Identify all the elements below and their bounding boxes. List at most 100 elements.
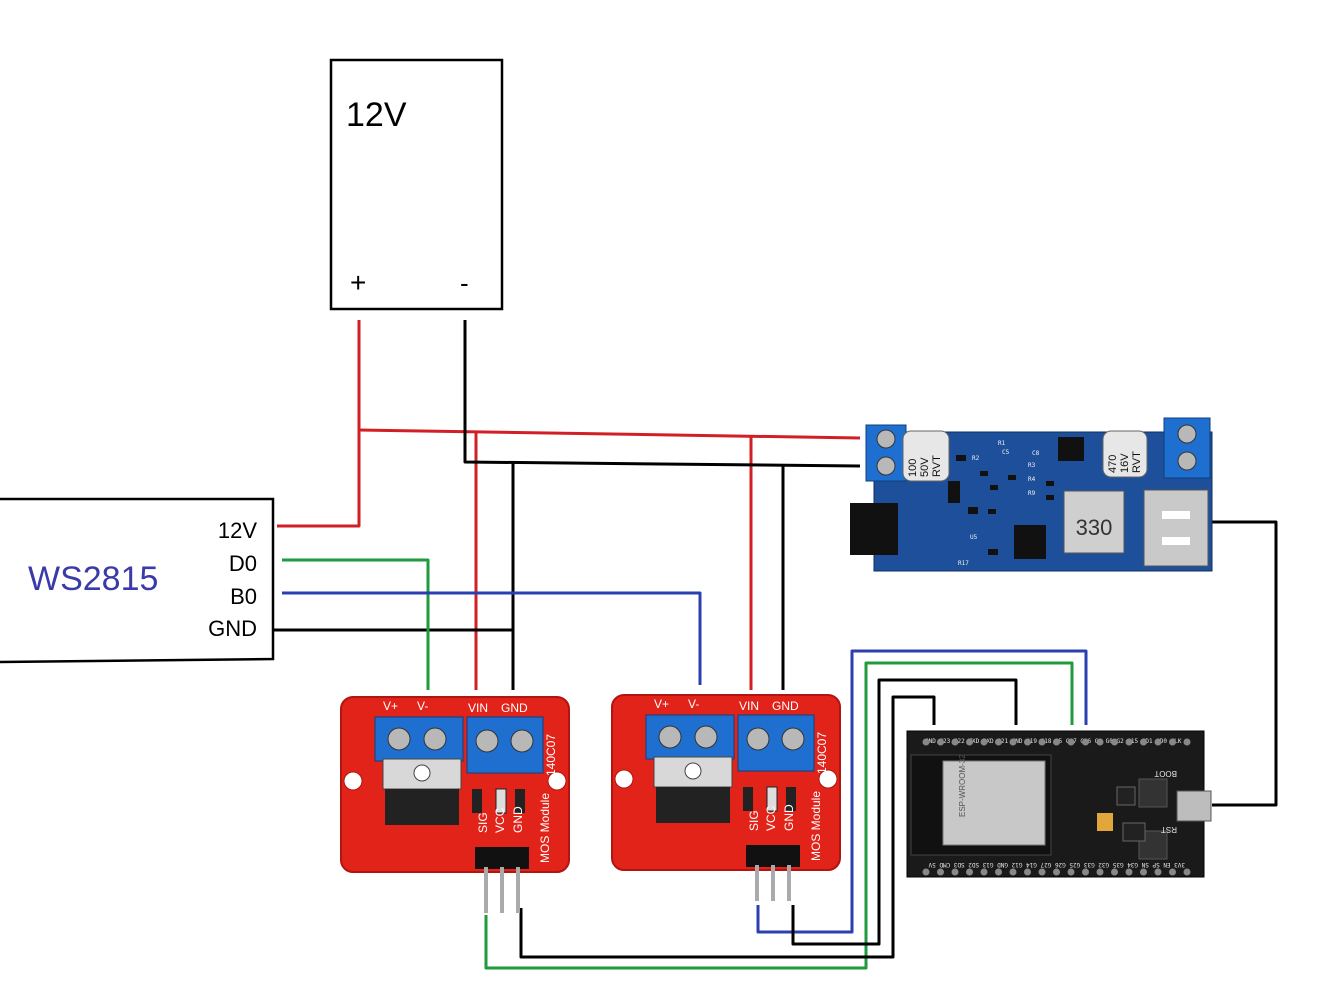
esp32-header-pin: [937, 738, 944, 746]
mos2-pin-gnd-label: GND: [782, 804, 796, 831]
plus-terminal-label: +: [350, 267, 366, 298]
esp32-rst-label: RST: [1161, 825, 1177, 834]
mos2-screw-1: [658, 725, 682, 749]
esp32-module-text: ESP-WROOM-32: [958, 754, 967, 817]
mos1-label-vin: VIN: [468, 701, 488, 715]
mos2-heatsink-hole: [684, 762, 702, 780]
esp32-header-pin: [966, 868, 973, 876]
buck-cap1-brand: RVT: [931, 455, 943, 477]
esp32-header-pin: [1183, 738, 1191, 746]
esp32-header-pin: [1169, 868, 1176, 876]
esp32-header-pin: [1125, 738, 1133, 746]
mos1-led: [495, 788, 507, 814]
mos2-resistor-1: [743, 787, 753, 811]
esp32-board: ESP-WROOM-32 GND G23 G22 TXD RXD G21 GND…: [906, 730, 1212, 878]
esp32-usb-port: [1176, 790, 1212, 822]
wire-mos1-gnd: [519, 695, 936, 959]
esp32-header-pin: [1154, 738, 1162, 746]
mos2-pin-sig-label: SIG: [747, 810, 761, 831]
esp32-header-pin: [922, 738, 930, 746]
buck-capacitor-2: [1102, 430, 1148, 478]
esp32-header-pin: [1125, 868, 1133, 876]
mos2-screw-4: [781, 727, 805, 751]
mos1-mosfet: [385, 789, 459, 825]
buck-smd-parts: [948, 455, 1054, 555]
mos1-pin-gnd-label: GND: [511, 806, 525, 833]
buck-screw-2: [876, 456, 896, 476]
esp32-header-pin: [1140, 738, 1147, 746]
mos2-screw-2: [694, 725, 718, 749]
buck-part-r9: R9: [1028, 490, 1036, 497]
buck-dc-jack: [850, 503, 898, 555]
buck-screw-4: [1177, 451, 1197, 471]
buck-part-u5: U5: [970, 534, 978, 541]
mos2-header: [746, 845, 800, 867]
buck-cap1-voltage: 50V: [919, 457, 931, 477]
ws2815-pin-b0: B0: [230, 584, 257, 609]
wire-d0-mos1: [282, 558, 430, 690]
esp32-tantalum: [1097, 813, 1113, 831]
buck-part-r3: R3: [1028, 462, 1036, 469]
mos1-screw-1: [387, 727, 411, 751]
mos1-hole-left: [343, 771, 363, 791]
esp32-header-pin: [980, 868, 988, 876]
esp32-header-pin: [937, 868, 944, 876]
esp32-header-pin: [1038, 738, 1046, 746]
wire-12v-ws2815: [277, 320, 361, 528]
ws2815-pin-d0: D0: [229, 551, 257, 576]
mos1-screw-3: [475, 729, 499, 753]
mos1-pin-vcc-label: VCC: [493, 807, 507, 833]
mos1-screw-2: [423, 727, 447, 751]
buck-converter: 100 50V RVT 470 16V RVT 330 R1 R2 C5 C8 …: [850, 417, 1213, 572]
ws2815-pin-12v: 12V: [218, 518, 257, 543]
mos2-chip-text: 140C07: [815, 732, 829, 774]
esp32-header-pin: [1140, 868, 1147, 876]
esp32-header-pin: [1024, 868, 1031, 876]
esp32-header-pin: [1038, 868, 1046, 876]
buck-part-r1: R1: [998, 440, 1006, 447]
mos1-header: [475, 847, 529, 869]
mos2-mosfet: [656, 787, 730, 823]
wire-mos2-sig: [756, 649, 1088, 934]
mos1-pin-sig-label: SIG: [476, 812, 490, 833]
esp32-bottom-pin-labels: 3V3 EN SP SN G34 G35 G32 G33 G25 G26 G27…: [928, 861, 1185, 868]
esp32-header-pin: [1096, 738, 1104, 746]
mos1-hole-right: [547, 771, 567, 791]
esp32-header-pin: [1082, 868, 1089, 876]
esp32-header-pin: [1169, 738, 1176, 746]
mos2-header-pin-3: [787, 865, 791, 901]
esp32-boot-button: [1138, 778, 1168, 808]
mos1-chip-text: 140C07: [544, 734, 558, 776]
buck-usb-slot-2: [1162, 537, 1190, 545]
esp32-header-pin: [1024, 738, 1031, 746]
ws2815-box: [0, 497, 275, 664]
buck-capacitor-1: [902, 430, 950, 482]
mos1-label-gnd: GND: [501, 701, 528, 715]
wire-mos1-sig: [484, 661, 1074, 970]
esp32-header-pin: [1183, 868, 1191, 876]
esp32-usb-chip: [1116, 786, 1136, 806]
buck-cap2-voltage: 16V: [1119, 453, 1131, 473]
buck-usb-slot-1: [1162, 511, 1190, 519]
buck-cap1-value: 100: [907, 459, 919, 477]
mos2-screw-3: [746, 727, 770, 751]
power-supply-label: 12V: [346, 96, 407, 134]
power-supply: 12V + -: [329, 58, 504, 311]
esp32-pins: [922, 738, 1191, 876]
esp32-header-pin: [951, 738, 959, 746]
mos2-label-vminus: V-: [688, 697, 699, 711]
buck-cap2-value: 470: [1107, 455, 1119, 473]
buck-screw-1: [876, 429, 896, 449]
mos1-module-text: MOS Module: [538, 793, 552, 863]
mos2-pin-vcc-label: VCC: [764, 805, 778, 831]
esp32-header-pin: [1067, 738, 1075, 746]
esp32-header-pin: [1096, 868, 1104, 876]
esp32-header-pin: [1111, 738, 1118, 746]
buck-part-r2: R2: [972, 455, 980, 462]
wire-5v-usb: [1212, 520, 1278, 807]
mos1-heatsink-hole: [413, 764, 431, 782]
buck-inductor: [1063, 490, 1125, 554]
esp32-header-pin: [922, 868, 930, 876]
mos2-header-pin-1: [755, 865, 759, 901]
